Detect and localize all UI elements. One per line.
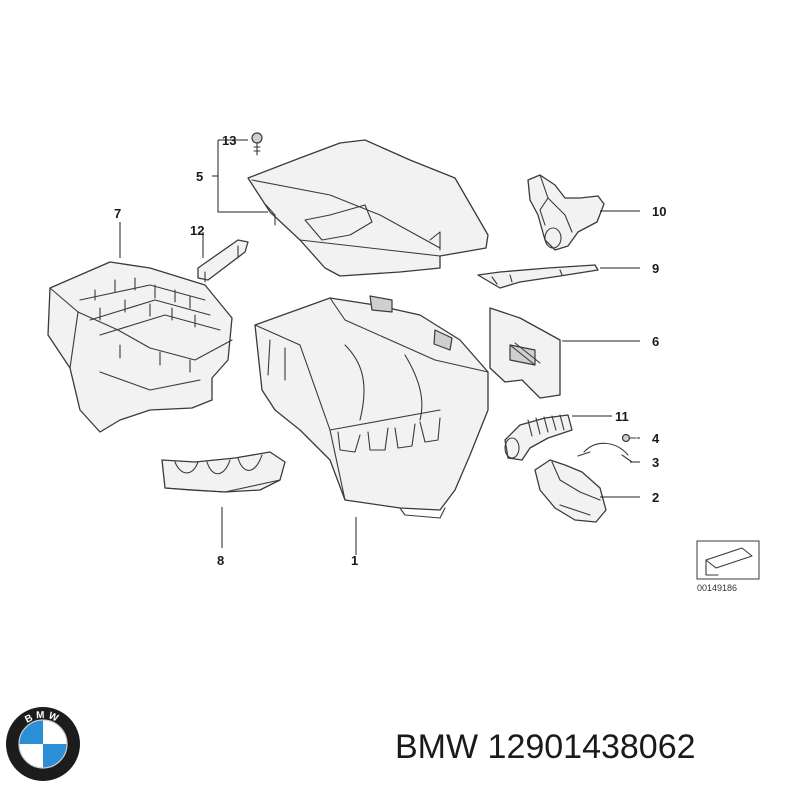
callout-8: 8	[217, 553, 224, 568]
part-12-bracket	[197, 239, 249, 283]
part-8-strip	[161, 451, 286, 493]
callout-13: 13	[222, 133, 236, 148]
reference-stamp: 00149186	[696, 540, 760, 593]
callout-7: 7	[114, 206, 121, 221]
callout-6: 6	[652, 334, 659, 349]
callout-11: 11	[615, 409, 629, 424]
callout-3: 3	[652, 455, 659, 470]
callout-2: 2	[652, 490, 659, 505]
callout-labels: 13 5 7 12 10 9 6 11 4 3 2 8 1	[114, 133, 666, 568]
part-3-clamp	[577, 442, 633, 463]
bmw-logo: BMW	[6, 707, 80, 781]
part-1-housing	[254, 295, 489, 519]
callout-1: 1	[351, 553, 358, 568]
svg-text:BMW: BMW	[23, 710, 62, 726]
part-10-duct	[527, 174, 605, 251]
logo-text: BMW	[23, 710, 59, 726]
part-6-panel	[489, 307, 561, 399]
callout-5: 5	[196, 169, 203, 184]
reference-code: 00149186	[697, 583, 737, 593]
leader-lines	[119, 139, 640, 555]
part-11-hose	[504, 414, 573, 461]
callout-10: 10	[652, 204, 666, 219]
part-4-screw	[621, 433, 637, 443]
callout-12: 12	[190, 223, 204, 238]
callout-9: 9	[652, 261, 659, 276]
part-7-carrier	[47, 261, 233, 433]
part-5-cover	[247, 139, 489, 277]
part-2-elbow	[534, 459, 607, 523]
part-13-screw	[251, 132, 263, 156]
callout-4: 4	[652, 431, 660, 446]
part-number-caption: BMW 12901438062	[395, 728, 696, 766]
part-9-strip	[477, 264, 599, 289]
